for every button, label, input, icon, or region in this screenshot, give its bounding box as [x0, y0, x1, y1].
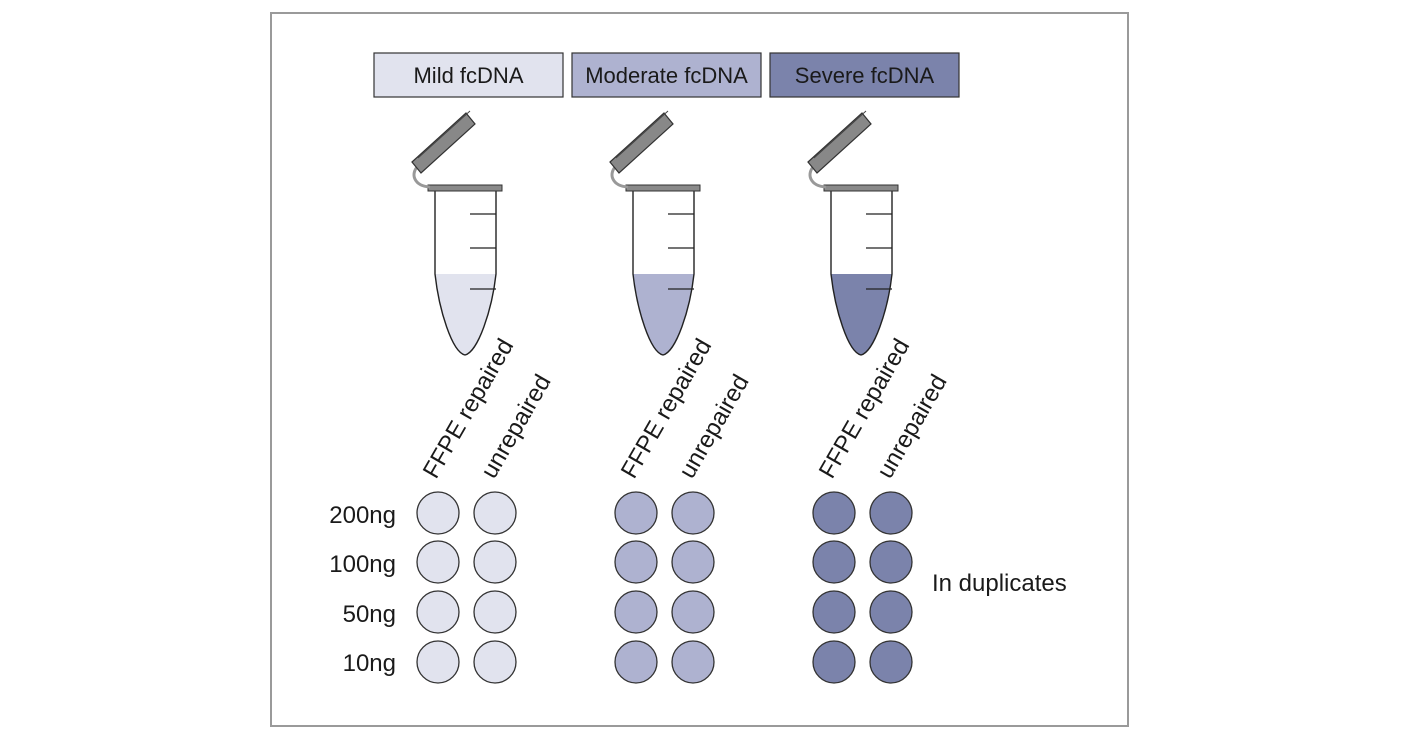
moderate-sample-circle [614, 540, 658, 584]
moderate-label-box [571, 52, 762, 98]
severe-tube-outline [830, 190, 893, 356]
dose-label-10ng: 10ng [343, 650, 396, 677]
moderate-tube-outline [632, 190, 695, 356]
severe-sample-circle [869, 491, 913, 535]
mild-label-box [373, 52, 564, 98]
severe-tube-lid-edge [813, 110, 867, 159]
mild-sample-circle [416, 491, 460, 535]
mild-sample-circle [416, 540, 460, 584]
mild-tube-rim [427, 184, 503, 192]
mild-tube-icon [411, 110, 503, 356]
severe-sample-circle [812, 491, 856, 535]
severe-tube-lid [807, 112, 872, 174]
mild-sample-circle [416, 590, 460, 634]
moderate-sample-circle [671, 540, 715, 584]
mild-tube-lid [411, 112, 476, 174]
moderate-tube-lid-edge [615, 110, 669, 159]
severe-sample-circle [812, 590, 856, 634]
mild-sample-circle [473, 540, 517, 584]
moderate-sample-circle [671, 491, 715, 535]
moderate-tube-lid [609, 112, 674, 174]
severe-tube-rim [823, 184, 899, 192]
severe-sample-circle [869, 590, 913, 634]
dose-label-50ng: 50ng [343, 601, 396, 628]
severe-sample-circle [812, 540, 856, 584]
mild-sample-circle [473, 491, 517, 535]
severe-sample-circle [812, 640, 856, 684]
moderate-sample-circle [671, 640, 715, 684]
mild-sample-circle [473, 590, 517, 634]
mild-tube-lid-edge [417, 110, 471, 159]
moderate-tube-icon [609, 110, 701, 356]
mild-tube-outline [434, 190, 497, 356]
severe-sample-circle [869, 640, 913, 684]
moderate-sample-circle [614, 590, 658, 634]
mild-sample-circle [473, 640, 517, 684]
mild-label-text: Mild fcDNA [413, 63, 523, 88]
severe-label-box [769, 52, 960, 98]
severe-sample-circle [869, 540, 913, 584]
dose-label-100ng: 100ng [329, 551, 396, 578]
mild-sample-circle [416, 640, 460, 684]
severe-tube-icon [807, 110, 899, 356]
severe-label-text: Severe fcDNA [795, 63, 935, 88]
moderate-tube-rim [625, 184, 701, 192]
dose-label-200ng: 200ng [329, 502, 396, 529]
moderate-label-text: Moderate fcDNA [585, 63, 748, 88]
moderate-sample-circle [614, 491, 658, 535]
moderate-sample-circle [614, 640, 658, 684]
moderate-sample-circle [671, 590, 715, 634]
in-duplicates-note: In duplicates [932, 570, 1067, 597]
